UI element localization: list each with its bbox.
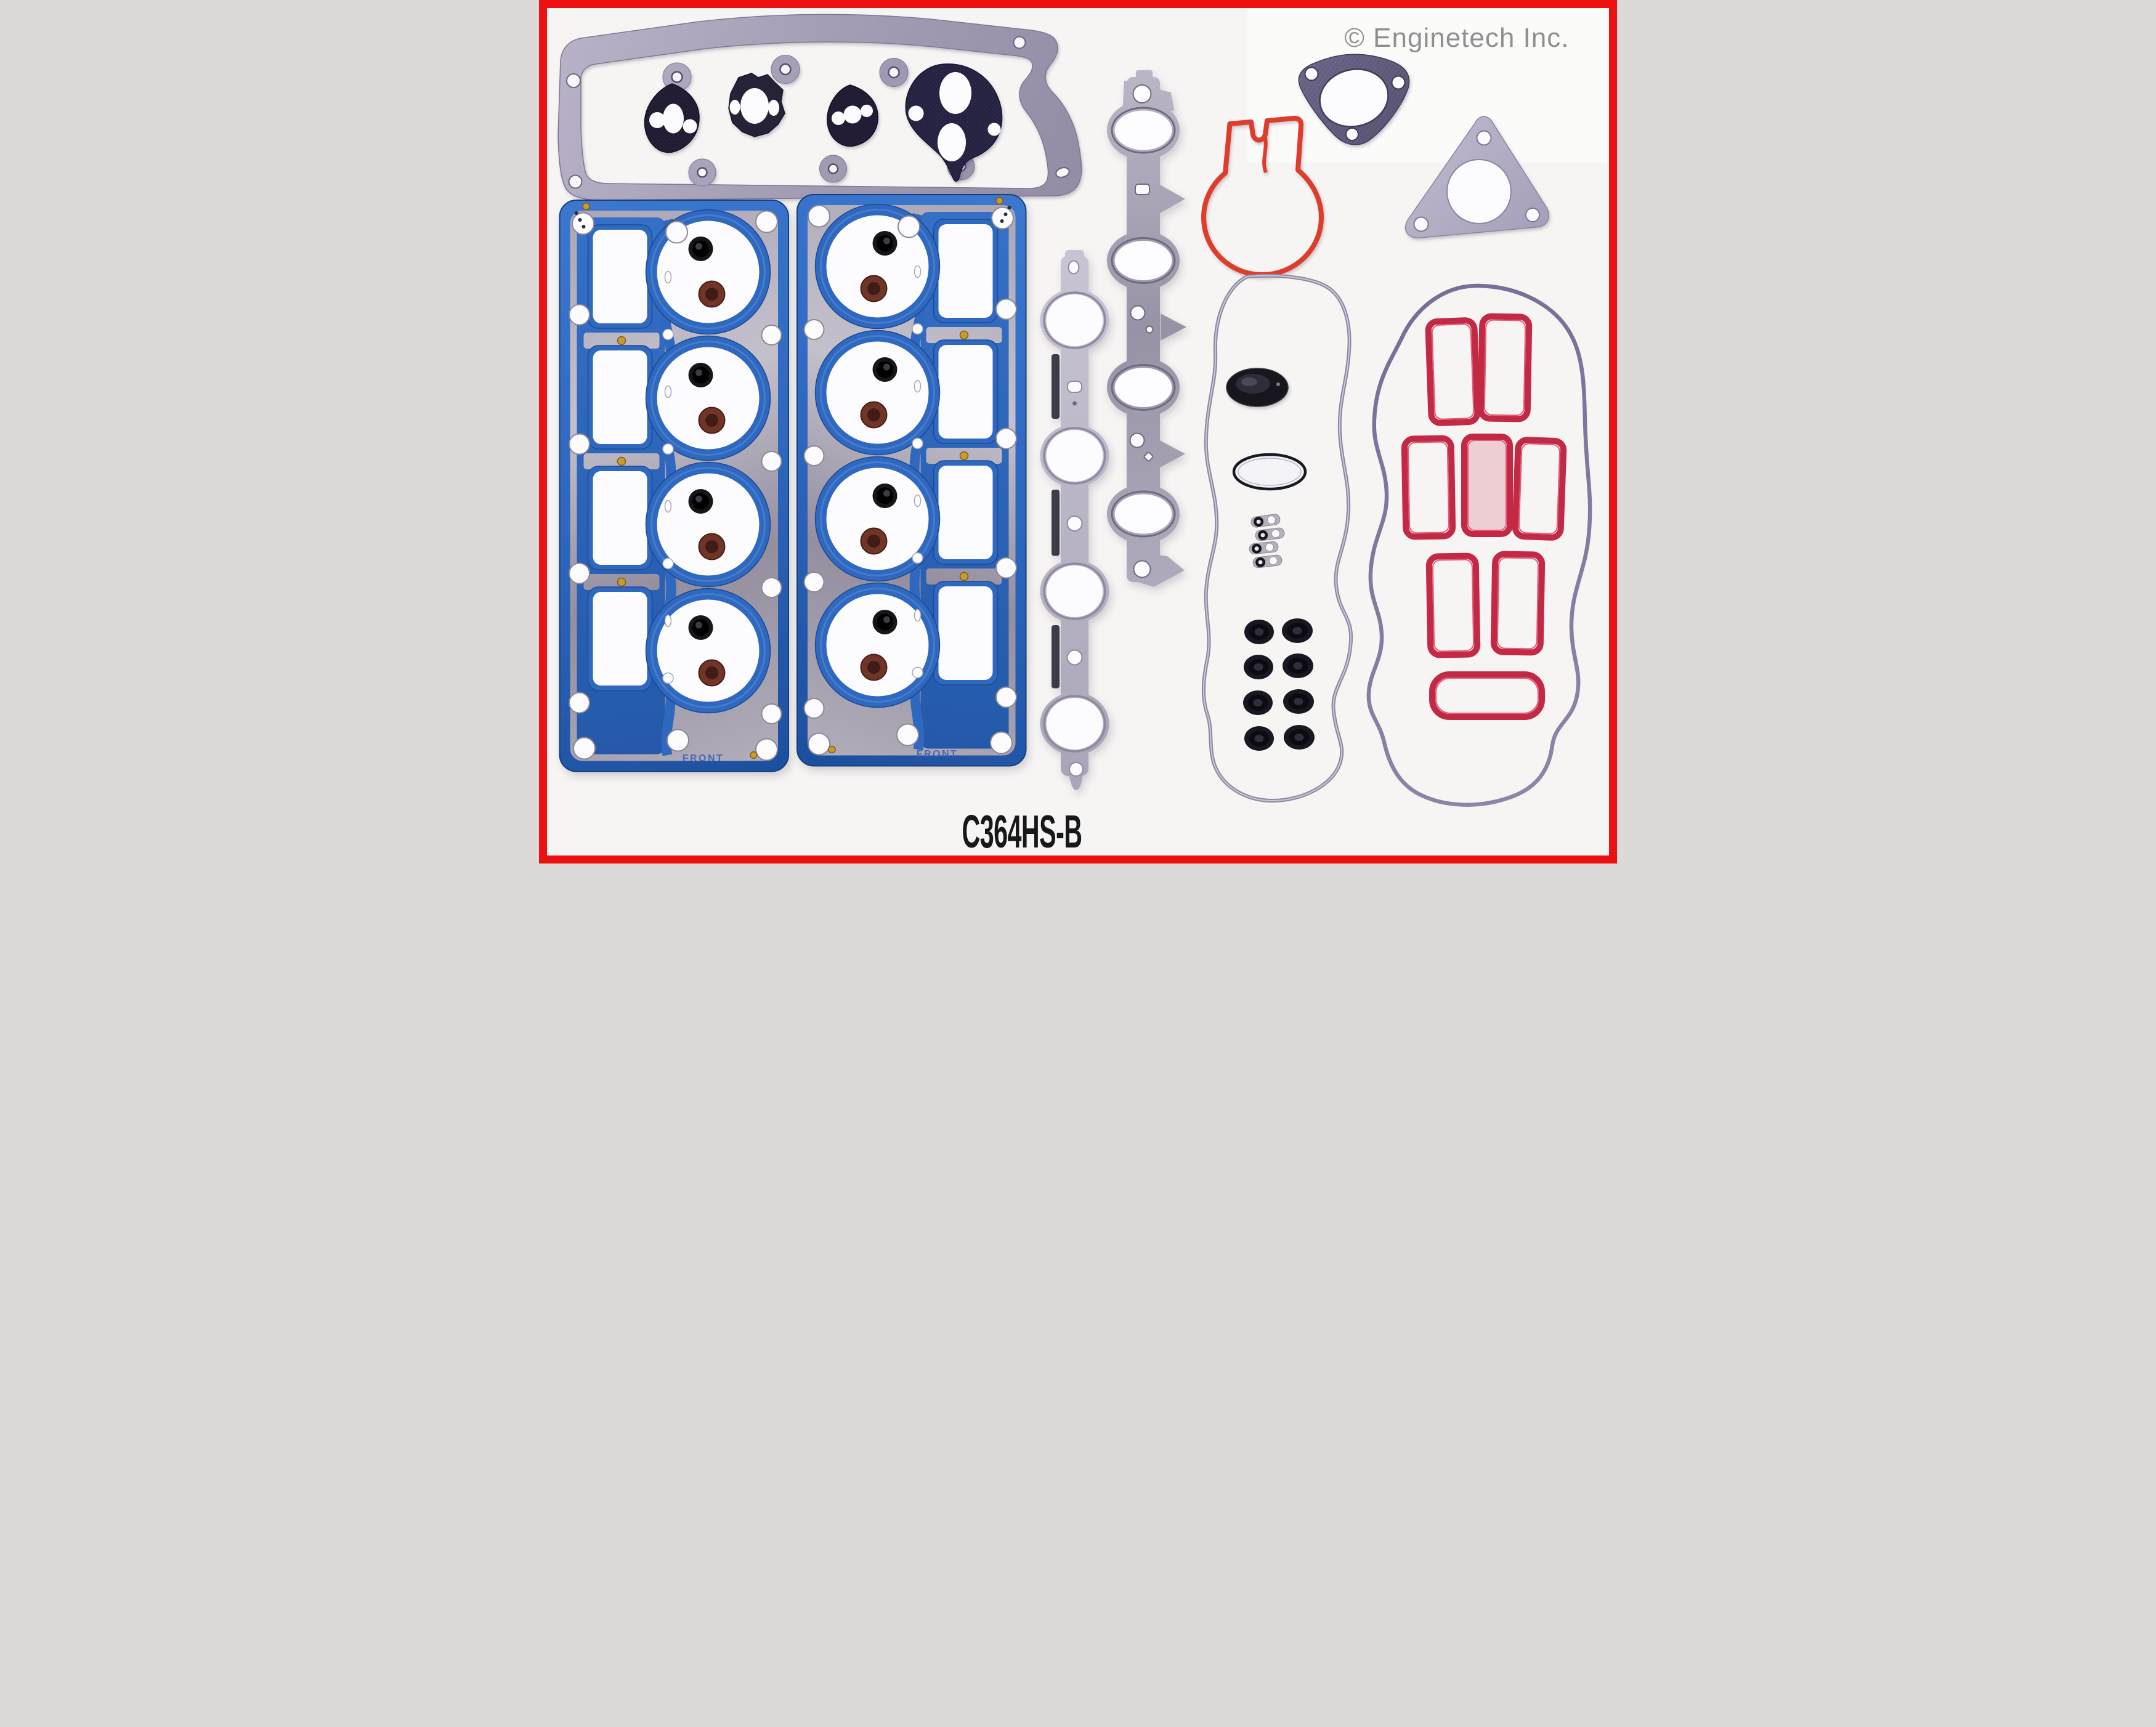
- intake-ports: [1043, 291, 1106, 753]
- front-label: FRONT: [683, 753, 724, 764]
- small-port-gaskets: [644, 63, 1003, 182]
- intake-port-seal-1: [1425, 317, 1481, 426]
- exhaust-flange-gasket-fiber: [1298, 54, 1410, 145]
- exhaust-manifold-gasket: [1107, 70, 1186, 587]
- head-gasket-right: [797, 195, 1026, 766]
- egr-gasket-1: [644, 83, 700, 153]
- intake-port-seal-4: [1461, 434, 1513, 537]
- intake-port-seals: [1401, 313, 1567, 720]
- frame-corner-holes: [566, 36, 1070, 189]
- valve-cover-grommets: [1249, 514, 1285, 568]
- intake-port-seal-3: [1401, 435, 1456, 540]
- exhaust-flange-gasket-triangular: [1404, 116, 1549, 238]
- valve-stem-seals: [1243, 618, 1315, 751]
- intake-port-seal-5: [1512, 437, 1567, 541]
- exhaust-ports: [1111, 107, 1176, 538]
- o-ring-seal: [1232, 453, 1307, 491]
- valve-cover-gasket-right-outline: [1366, 283, 1592, 807]
- part-number-label: C364HS-B: [962, 806, 1082, 857]
- intake-port-seal-6: [1425, 552, 1481, 658]
- valve-cover-gasket-outline: [1201, 273, 1353, 803]
- intake-port-seal-2: [1477, 313, 1533, 423]
- water-pump-gasket: [1201, 116, 1324, 277]
- intake-small-holes: [1066, 260, 1084, 777]
- egr-gasket-3: [827, 84, 878, 147]
- heat-shield-gasket: [905, 63, 1003, 182]
- front-label: FRONT: [917, 749, 958, 759]
- gasket-set-photo: FRONT FRONT: [539, 0, 1617, 864]
- exhaust-bolt-holes: [1129, 84, 1154, 578]
- intake-port-seal-8: [1429, 671, 1545, 720]
- copyright-watermark: © Enginetech Inc.: [1345, 23, 1570, 53]
- intake-manifold-gasket: [1040, 250, 1109, 790]
- red-border: [539, 0, 1617, 864]
- camshaft-seal: [1226, 368, 1289, 407]
- product-photo-stage: FRONT FRONT: [539, 0, 1617, 864]
- intake-port-seal-7: [1490, 551, 1546, 656]
- egr-gasket-2: [728, 73, 785, 137]
- head-gasket-left: [560, 200, 789, 772]
